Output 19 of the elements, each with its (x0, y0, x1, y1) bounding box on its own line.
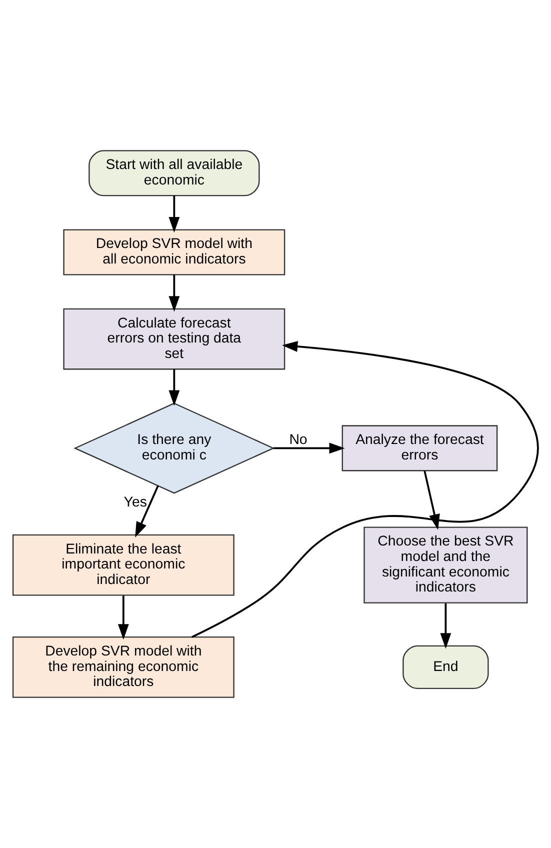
arrow (168, 369, 180, 406)
edge-label: No (289, 432, 308, 448)
arrow (191, 341, 539, 638)
node-box: Eliminate the least important economic indicator (12, 534, 234, 596)
node-box: Choose the best SVR model and the significant economic indicators (364, 526, 528, 604)
arrow (168, 274, 180, 312)
arrow (273, 442, 345, 454)
arrow (168, 196, 180, 233)
arrow (135, 486, 159, 538)
node-box: Develop SVR model with all economic indicators (63, 229, 286, 276)
node-box: Analyze the forecast errors (342, 425, 498, 472)
edge-label: Yes (124, 494, 147, 510)
node-box: Calculate forecast errors on testing data set (63, 308, 286, 370)
node-box: Develop SVR model with the remaining economic indicators (12, 636, 234, 698)
node-box: End (402, 645, 489, 690)
arrow (118, 596, 129, 640)
node-diamond: Is there any economi c (74, 402, 275, 494)
arrow (440, 603, 452, 649)
node-box: Start with all available economic (88, 150, 260, 196)
